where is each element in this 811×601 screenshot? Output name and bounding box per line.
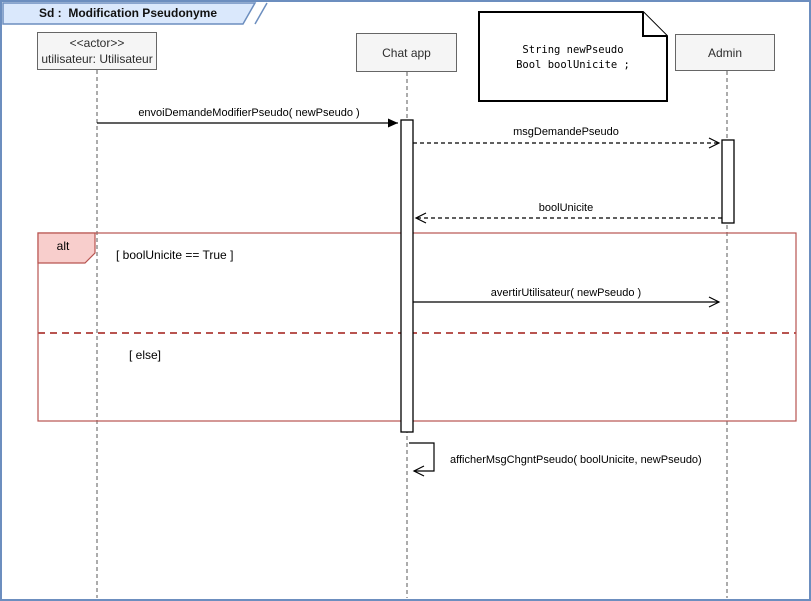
alt-operator-label: alt (56, 239, 70, 253)
activation-bar-chatapp (400, 119, 414, 433)
note-fold-corner (642, 12, 667, 37)
frame-title-fold-line (254, 2, 268, 25)
note-text: String newPseudo Bool boolUnicite ; (479, 43, 667, 73)
message-arrow-afficherMsgChgntPseudo-self (409, 442, 435, 477)
note-shape (478, 11, 668, 102)
participant-admin: Admin (675, 34, 775, 71)
alt-fragment-frame (37, 232, 797, 422)
admin-name: Admin (707, 45, 742, 60)
participant-utilisateur: <<actor>> utilisateur: Utilisateur (37, 32, 157, 70)
message-label-afficherMsgChgntPseudo: afficherMsgChgntPseudo( boolUnicite, new… (450, 454, 702, 466)
message-label-boolUnicite: boolUnicite (538, 202, 594, 214)
diagram-title: Sd : Modification Pseudonyme (38, 6, 217, 20)
note-line-2: Bool boolUnicite ; (516, 59, 630, 71)
actor-stereotype: <<actor>> (69, 36, 125, 50)
alt-guard-else: [ else] (129, 348, 162, 362)
participant-chatapp: Chat app (356, 33, 457, 72)
message-label-avertirUtilisateur: avertirUtilisateur( newPseudo ) (490, 287, 642, 299)
message-label-envoiDemandeModifierPseudo: envoiDemandeModifierPseudo( newPseudo ) (138, 107, 360, 119)
alt-guard-true: [ boolUnicite == True ] (116, 248, 234, 262)
note-line-1: String newPseudo (522, 44, 624, 56)
actor-name: utilisateur: Utilisateur (41, 52, 153, 66)
chatapp-name: Chat app (382, 45, 431, 60)
frame-title-pentagon (2, 2, 257, 25)
activation-bar-admin (721, 139, 735, 224)
alt-operator-pentagon (37, 232, 96, 264)
message-label-msgDemandePseudo: msgDemandePseudo (513, 126, 619, 138)
